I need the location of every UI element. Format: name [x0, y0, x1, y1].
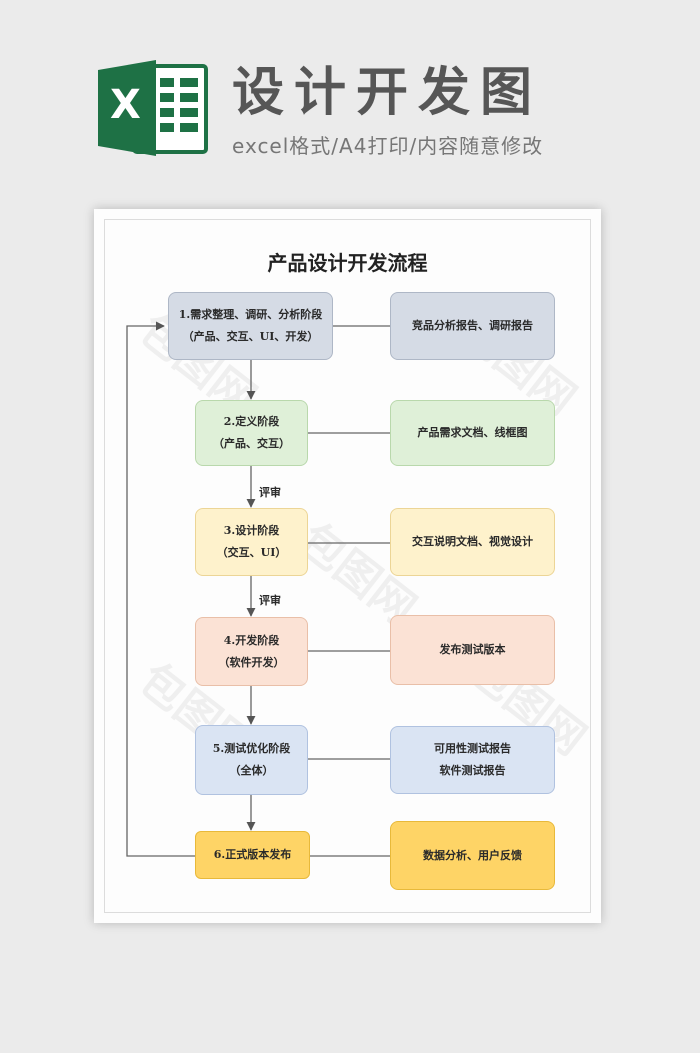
output-box-requirements-doc: 产品需求文档、线框图: [390, 400, 555, 466]
output-box-feedback: 数据分析、用户反馈: [390, 821, 555, 890]
stage-box-development: 4.开发阶段 （软件开发）: [195, 617, 308, 686]
output-label: 可用性测试报告: [434, 742, 511, 755]
stage-sublabel: （产品、交互、UI、开发）: [182, 330, 319, 343]
stage-sublabel: （产品、交互）: [213, 437, 290, 450]
stage-label: 4.开发阶段: [223, 633, 280, 647]
stage-sublabel: （交互、UI）: [216, 546, 287, 559]
page-title: 设计开发图: [232, 63, 543, 123]
document-title: 产品设计开发流程: [267, 251, 428, 275]
stage-box-definition: 2.定义阶段 （产品、交互）: [195, 400, 308, 466]
stage-box-requirements: 1.需求整理、调研、分析阶段 （产品、交互、UI、开发）: [168, 292, 333, 360]
output-box-test-reports: 可用性测试报告 软件测试报告: [390, 726, 555, 794]
stage-box-testing: 5.测试优化阶段 （全体）: [195, 725, 308, 795]
header: X 设计开发图 excel格式/A4打印/内容随意修改: [0, 0, 700, 200]
output-box-research-reports: 竞品分析报告、调研报告: [390, 292, 555, 360]
output-label: 交互说明文档、视觉设计: [412, 535, 533, 548]
review-label: 评审: [259, 486, 281, 499]
stage-box-design: 3.设计阶段 （交互、UI）: [195, 508, 308, 576]
stage-label: 2.定义阶段: [223, 415, 280, 428]
review-label: 评审: [259, 594, 281, 607]
stage-sublabel: （软件开发）: [218, 655, 285, 669]
output-label: 竞品分析报告、调研报告: [412, 319, 533, 332]
stage-label: 5.测试优化阶段: [212, 742, 291, 755]
feedback-loop-line: [126, 321, 195, 857]
stage-label: 3.设计阶段: [223, 524, 280, 537]
output-label: 产品需求文档、线框图: [417, 426, 528, 439]
document-page: 包图网 包图网 包图网 包图网 包图网 产品设计开发流程 评审 评审 1.需求整…: [94, 209, 601, 923]
page-subtitle: excel格式/A4打印/内容随意修改: [232, 134, 544, 158]
output-box-design-docs: 交互说明文档、视觉设计: [390, 508, 555, 576]
stage-label: 6.正式版本发布: [213, 848, 292, 861]
stage-sublabel: （全体）: [229, 764, 274, 777]
output-box-test-build: 发布测试版本: [390, 615, 555, 685]
output-label: 数据分析、用户反馈: [423, 848, 522, 862]
excel-logo-letter: X: [110, 82, 141, 128]
stage-box-release: 6.正式版本发布: [195, 831, 310, 879]
page-border: [104, 219, 591, 913]
excel-logo-icon: [98, 60, 208, 156]
output-label: 软件测试报告: [439, 764, 506, 777]
output-label: 发布测试版本: [439, 643, 506, 656]
flow-connectors: [126, 321, 390, 857]
stage-label: 1.需求整理、调研、分析阶段: [178, 308, 323, 321]
